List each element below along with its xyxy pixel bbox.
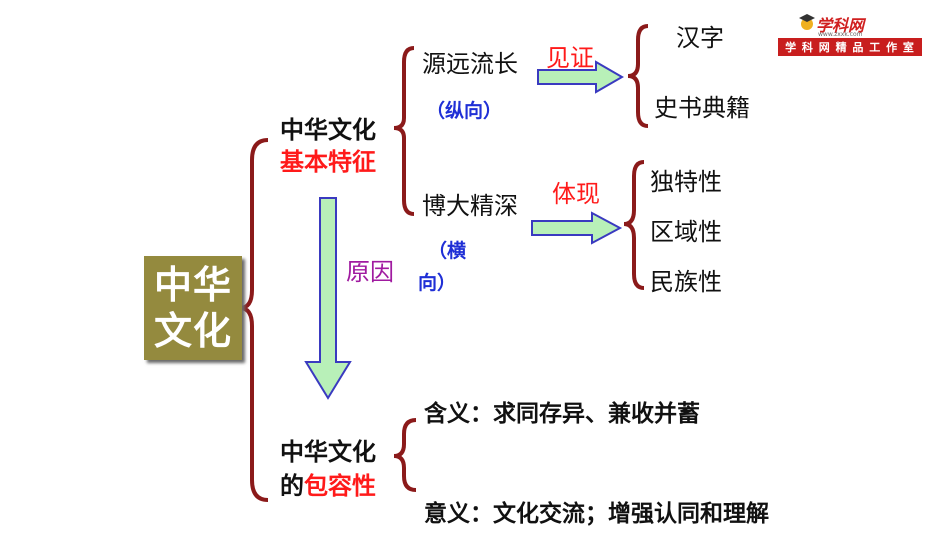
root-node-text: 中华 文化 — [144, 262, 242, 354]
cause-arrow — [304, 197, 352, 400]
evidence-item-1: 汉字 — [676, 24, 724, 52]
manifestation-arrow — [531, 211, 623, 245]
inclusive-significance: 意义：文化交流；增强认同和理解 — [424, 501, 769, 527]
depth-label: 博大精深 — [422, 192, 518, 220]
manifestation-item-1: 独特性 — [650, 168, 722, 196]
inclusive-title-line1: 中华文化 — [280, 438, 376, 466]
graduate-icon — [799, 14, 815, 30]
watermark-banner: 学 科 网 精 品 工 作 室 — [778, 38, 922, 56]
root-line2: 文化 — [153, 309, 232, 353]
longevity-direction: （纵向） — [426, 100, 503, 122]
features-bracket — [393, 46, 415, 216]
inclusive-bracket — [393, 418, 417, 492]
watermark-banner-text: 学 科 网 精 品 工 作 室 — [785, 41, 915, 54]
features-title-line1: 中华文化 — [280, 116, 376, 144]
cause-label: 原因 — [346, 258, 394, 286]
depth-direction-line1: （横 — [428, 240, 467, 262]
manifestations-bracket — [623, 160, 645, 290]
evidence-bracket — [627, 24, 649, 128]
evidence-arrow — [537, 60, 625, 94]
inclusive-title-line2: 的包容性 — [280, 466, 376, 501]
inclusive-title-highlight: 包容性 — [304, 472, 376, 500]
root-line1: 中华 — [153, 263, 232, 307]
depth-direction-line2: 向） — [418, 272, 457, 294]
watermark-logo: 学科网 www.zxxk.com 学 科 网 精 品 工 作 室 — [778, 12, 922, 58]
inclusive-meaning: 含义：求同存异、兼收并蓄 — [424, 401, 700, 427]
manifestation-item-2: 区域性 — [650, 218, 722, 246]
root-bracket — [239, 138, 269, 502]
longevity-relation: 见证 — [546, 44, 594, 72]
longevity-label: 源远流长 — [422, 50, 518, 78]
depth-relation: 体现 — [552, 180, 600, 208]
manifestation-item-3: 民族性 — [650, 268, 722, 296]
watermark-url: www.zxxk.com — [818, 31, 863, 38]
evidence-item-2: 史书典籍 — [654, 94, 750, 122]
root-node: 中华 文化 — [144, 256, 242, 360]
watermark-name: 学科网 — [816, 16, 865, 35]
features-title-line2: 基本特征 — [280, 148, 376, 176]
inclusive-title-prefix: 的 — [280, 472, 304, 500]
